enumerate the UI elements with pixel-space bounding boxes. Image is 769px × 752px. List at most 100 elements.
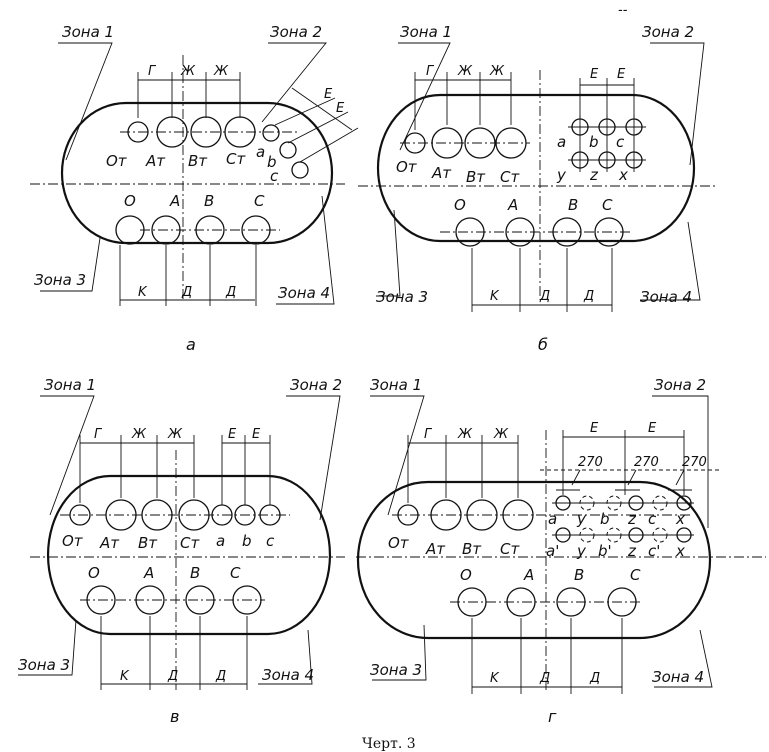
label-Bm-g: Bт: [462, 540, 482, 558]
dim-E1-v: E: [228, 427, 237, 442]
dim-Zh2-b: Ж: [489, 64, 505, 79]
label-x2-g: x: [675, 542, 685, 560]
label-O-b: O: [454, 196, 466, 214]
label-Bm-a: Bт: [188, 152, 208, 170]
dim-E1-b: E: [590, 67, 599, 82]
dim-K-v: K: [120, 669, 130, 684]
label-a2-g: a': [546, 542, 559, 560]
hole-O: [115, 215, 145, 245]
label-y-b: y: [556, 166, 567, 184]
label-b-v: b: [242, 532, 252, 550]
label-c-a: c: [270, 167, 279, 185]
label-a-a: a: [256, 143, 265, 161]
dim-E1-a: E: [324, 87, 333, 102]
dim-D1-a: Д: [181, 285, 192, 300]
zone-2-label-g: Зона 2: [654, 376, 706, 394]
zone-2-label-b: Зона 2: [642, 23, 694, 41]
label-O-v: O: [88, 564, 100, 582]
dim-D1-v: Д: [167, 669, 178, 684]
dim-D2-a: Д: [225, 285, 236, 300]
label-b-a: b: [267, 153, 277, 171]
dim-Zh1-g: Ж: [457, 427, 473, 442]
zone-2-label-a: Зона 2: [270, 23, 322, 41]
label-Am-b: Aт: [431, 164, 452, 182]
label-B-a: B: [204, 192, 214, 210]
label-Cm-b: Cт: [500, 168, 520, 186]
label-Cm-v: Cт: [180, 534, 200, 552]
hole-A: [151, 215, 181, 245]
caption-a: а: [186, 335, 196, 354]
dim-Zh1-b: Ж: [457, 64, 473, 79]
hole-Am-b: [431, 127, 463, 159]
hole-Cm-b: [495, 127, 527, 159]
label-C-g: C: [630, 566, 641, 584]
zone-4-label-g: Зона 4: [652, 668, 704, 686]
zone-3-label-g: Зона 3: [370, 661, 422, 679]
dim-Zh1-a: Ж: [180, 64, 196, 79]
hole-C: [241, 215, 271, 245]
label-C-v: C: [230, 564, 241, 582]
label-Om-v: Oт: [62, 532, 84, 550]
label-a-g: a: [548, 510, 557, 528]
label-Om-b: Oт: [396, 158, 418, 176]
label-A-v: A: [143, 564, 154, 582]
zone-1-label-v: Зона 1: [44, 376, 96, 394]
label-x-b: x: [618, 166, 628, 184]
zone-3-label-a: Зона 3: [34, 271, 86, 289]
dim-E2-v: E: [252, 427, 261, 442]
figure-caption: Черт. 3: [362, 736, 416, 752]
hole-B: [195, 215, 225, 245]
label-Cm-a: Cт: [226, 150, 246, 168]
caption-g: г: [548, 707, 557, 726]
dim-E2-b: E: [617, 67, 626, 82]
label-a-v: a: [216, 532, 225, 550]
zone-4-label-a: Зона 4: [278, 284, 330, 302]
dim-K-b: K: [490, 289, 500, 304]
label-y2-g: y: [576, 542, 587, 560]
dim-G-b: Г: [426, 64, 435, 79]
zone-3-label-b: Зона 3: [376, 288, 428, 306]
panel-v: Зона 1 Зона 2 Зона 3 Зона 4 Г Ж Ж E E K …: [18, 376, 345, 726]
top-mark: --: [618, 3, 628, 18]
label-A-g: A: [523, 566, 534, 584]
dim-270-2-g: 270: [634, 455, 659, 470]
label-Om-a: Oт: [106, 152, 128, 170]
caption-v: в: [170, 707, 179, 726]
label-C-a: C: [254, 192, 265, 210]
label-Am-v: Aт: [99, 534, 120, 552]
label-c2-g: c': [648, 542, 660, 560]
dim-Zh2-g: Ж: [493, 427, 509, 442]
label-c-b: c: [616, 133, 625, 151]
label-Om-g: Oт: [388, 534, 410, 552]
label-z2-g: z: [627, 542, 637, 560]
zone-1-label-a: Зона 1: [62, 23, 114, 41]
label-Bm-v: Bт: [138, 534, 158, 552]
dim-Zh1-v: Ж: [131, 427, 147, 442]
label-B-v: B: [190, 564, 200, 582]
dim-G-v: Г: [94, 427, 103, 442]
hole-Om-b: [404, 132, 426, 154]
label-Cm-g: Cт: [500, 540, 520, 558]
label-C-b: C: [602, 196, 613, 214]
hole-Bm-b: [464, 127, 496, 159]
label-O-a: O: [124, 192, 136, 210]
hole-Om: [127, 121, 149, 143]
zone-4-label-v: Зона 4: [262, 666, 314, 684]
zone-2-label-v: Зона 2: [290, 376, 342, 394]
dim-E2-a: E: [336, 101, 345, 116]
dim-D2-g: Д: [589, 671, 600, 686]
label-a-b: a: [557, 133, 566, 151]
label-A-b: A: [507, 196, 518, 214]
zone-3-label-v: Зона 3: [18, 656, 70, 674]
label-B-b: B: [568, 196, 578, 214]
dim-G-g: Г: [424, 427, 433, 442]
label-Bm-b: Bт: [466, 168, 486, 186]
dim-D2-b: Д: [583, 289, 594, 304]
caption-b: б: [538, 335, 548, 354]
hole-a: [262, 124, 280, 142]
label-b2-g: b': [598, 542, 612, 560]
label-x-g: x: [675, 510, 685, 528]
label-b-g: b: [600, 510, 610, 528]
zone-4-label-b: Зона 4: [640, 288, 692, 306]
